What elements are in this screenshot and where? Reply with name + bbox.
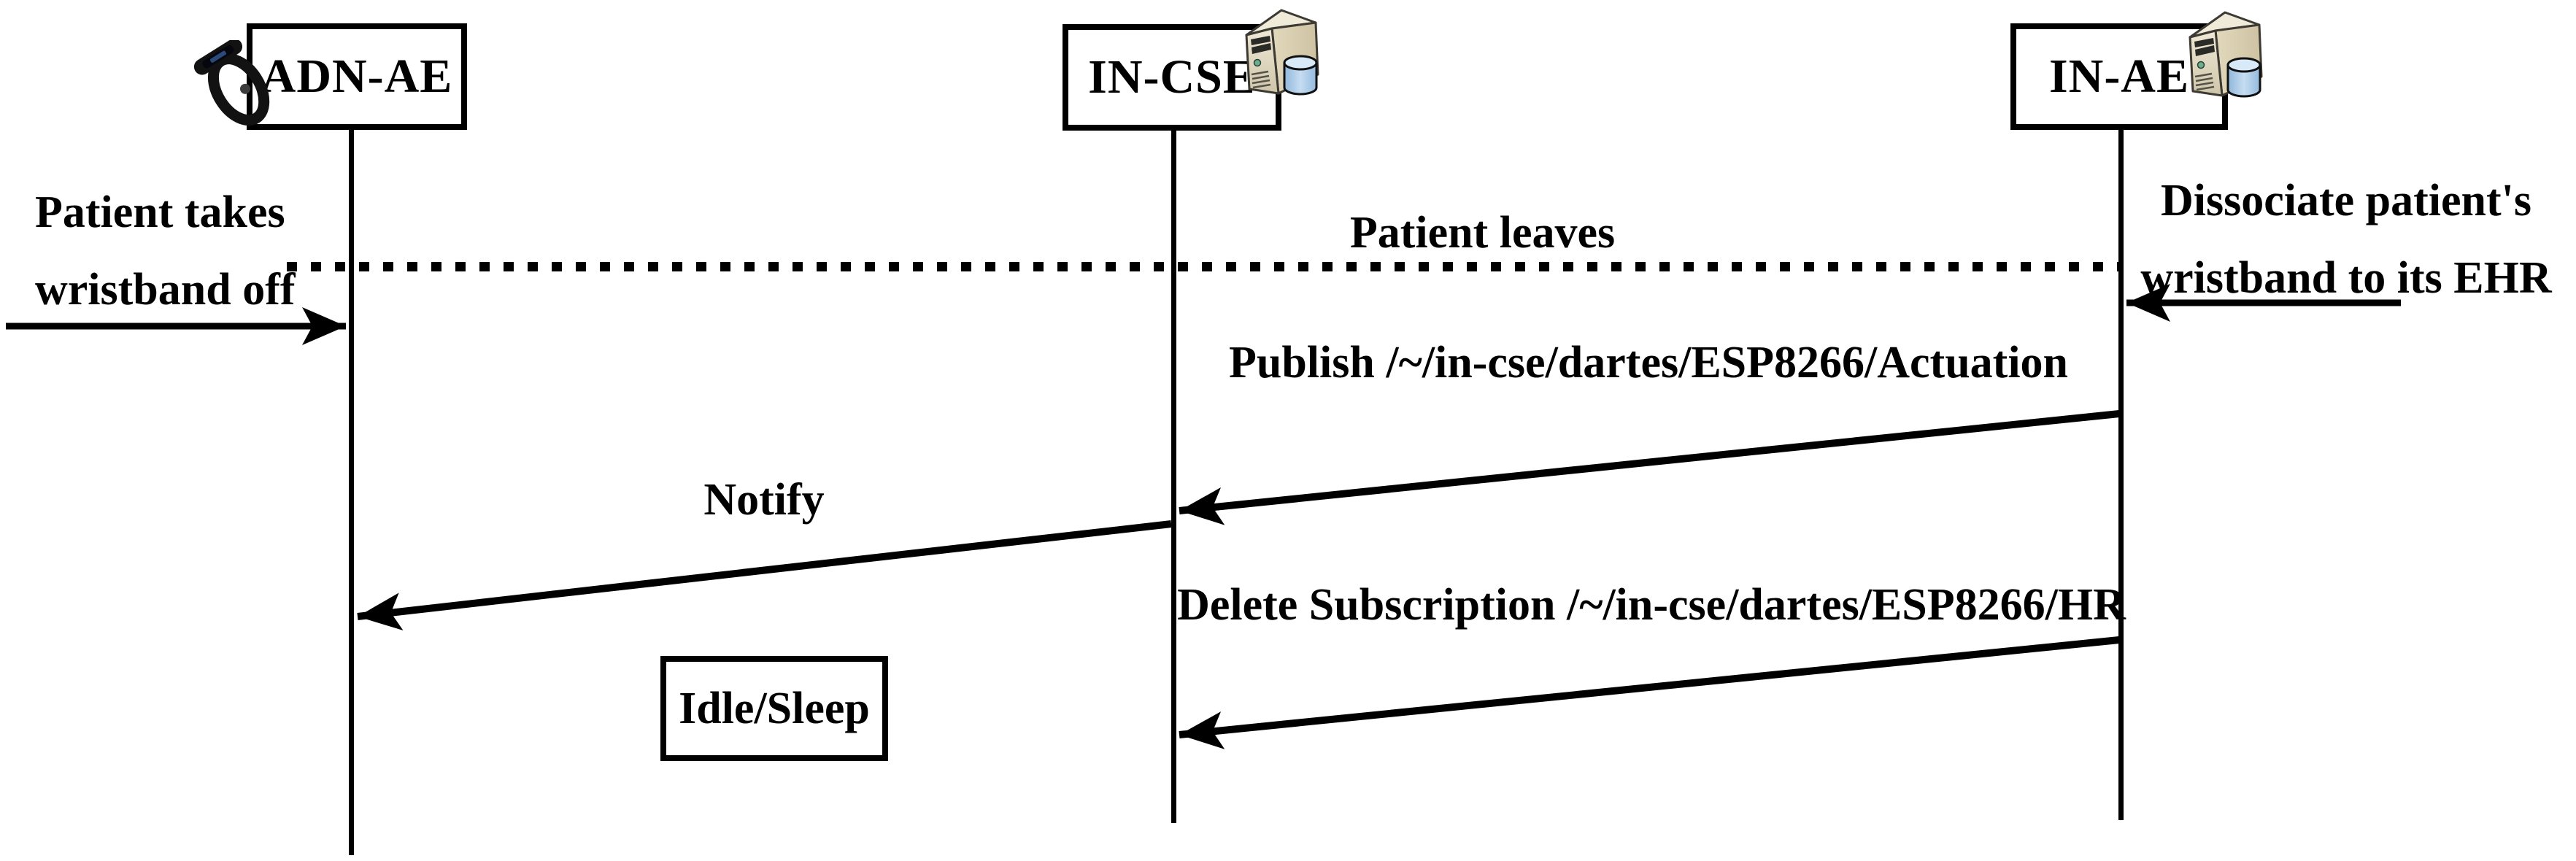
delete-subscription-message-label: Delete Subscription /~/in-cse/dartes/ESP… [1177,580,2126,630]
participant-label-adn-ae: ADN-AE [261,50,453,103]
dissociate-line1: Dissociate patient's [2160,176,2532,225]
participant-box-in-cse: IN-CSE [1063,24,1281,131]
wristband-icon [193,40,270,126]
idle-sleep-label: Idle/Sleep [679,683,870,733]
patient-takes-line1: Patient takes [35,188,285,237]
patient-leaves-label: Patient leaves [1349,208,1616,258]
patient-takes-line2: wristband off [35,265,296,314]
lifeline-in-cse [1171,129,1176,823]
participant-label-in-cse: IN-CSE [1088,50,1256,104]
server-database-icon [2183,7,2264,101]
dissociate-wristband-label: Dissociate patient's wristband to its EH… [2119,162,2573,317]
patient-takes-wristband-off-label: Patient takes wristband off [35,174,296,328]
lifeline-in-ae [2118,128,2124,820]
lifeline-adn-ae [349,128,354,855]
notify-message-arrow [357,520,1172,631]
notify-message-label: Notify [703,475,825,525]
patient-leaves-separator-line [287,262,2121,271]
dissociate-line2: wristband to its EHR [2140,253,2552,303]
publish-message-arrow [1179,410,2120,525]
idle-sleep-state-box: Idle/Sleep [660,656,888,761]
publish-message-label: Publish /~/in-cse/dartes/ESP8266/Actuati… [1228,338,2069,387]
delete-subscription-message-arrow [1179,636,2120,749]
server-database-icon [1239,4,1321,99]
participant-box-adn-ae: ADN-AE [247,23,467,130]
participant-label-in-ae: IN-AE [2048,50,2189,103]
